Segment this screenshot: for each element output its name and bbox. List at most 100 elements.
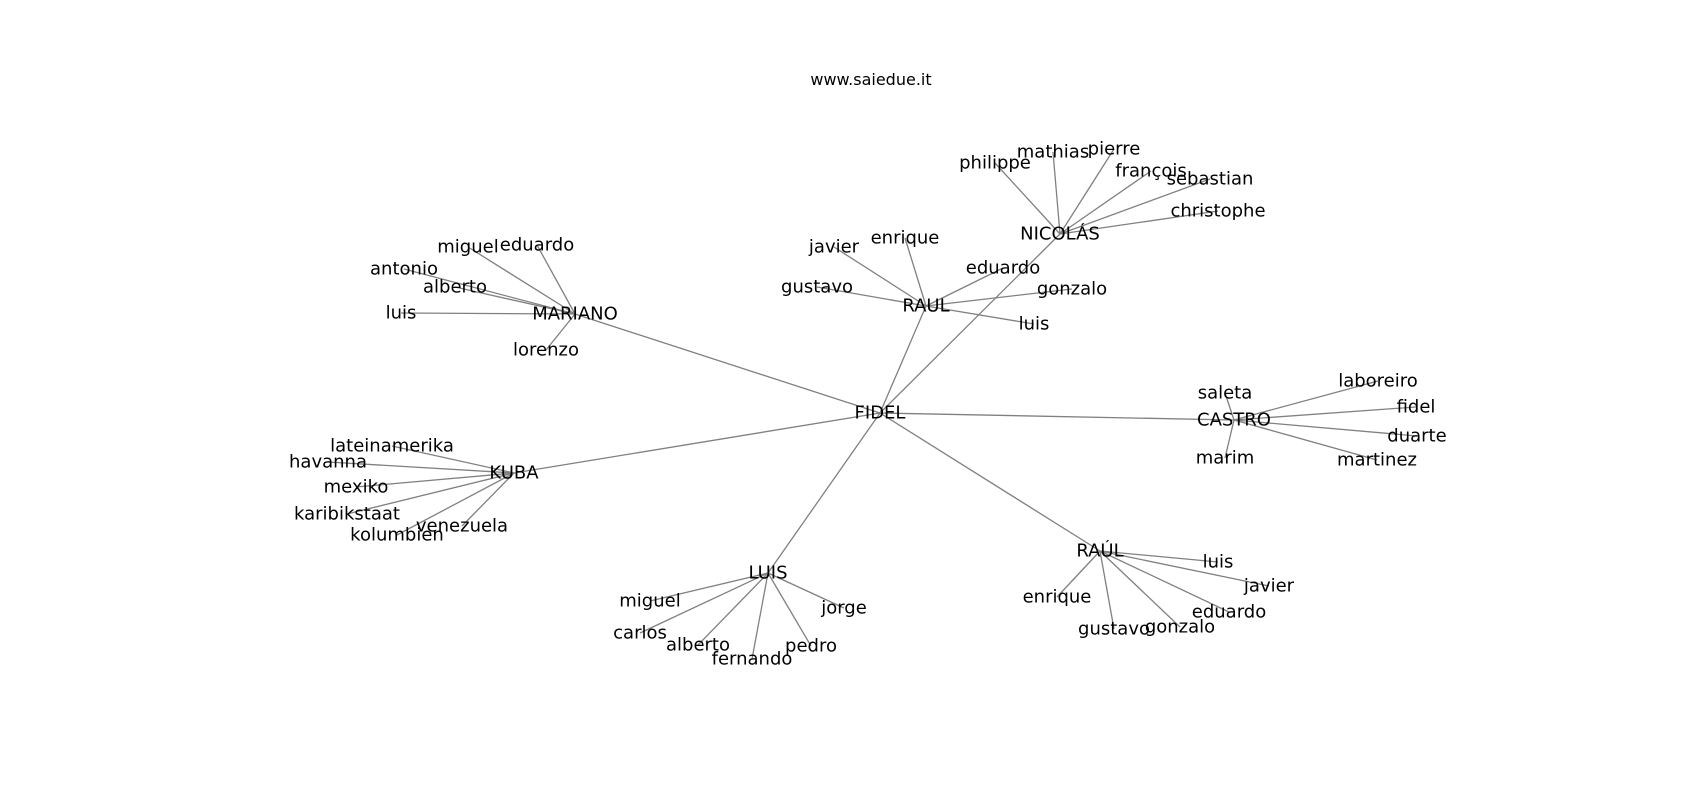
- hub-node-mariano: MARIANO: [532, 304, 618, 325]
- hub-node-castro: CASTRO: [1197, 410, 1271, 431]
- hub-node-fidel_c: FIDEL: [855, 403, 906, 424]
- edge-castro-c_saleta: [1224, 392, 1235, 421]
- leaf-node-r2_gustavo: gustavo: [1078, 619, 1150, 640]
- leaf-node-m_miguel: miguel: [437, 237, 498, 258]
- edge-kuba-k_havanna: [327, 461, 515, 474]
- labels-layer: FIDEL MARIANO RAUL NICOLÁS CASTRO KUBA LUIS RAÚ…: [289, 139, 1447, 670]
- leaf-node-c_duarte: duarte: [1387, 426, 1446, 447]
- edge-nicolas-n_philippe: [994, 162, 1061, 235]
- leaf-node-l_fernando: fernando: [712, 649, 793, 670]
- edge-fidel_c-raul1: [879, 305, 927, 414]
- leaf-node-m_antonio: antonio: [370, 259, 438, 280]
- leaf-node-c_fidel: fidel: [1397, 397, 1436, 418]
- leaf-node-l_alberto: alberto: [666, 635, 730, 656]
- leaf-node-m_eduardo: eduardo: [500, 235, 574, 256]
- edge-raul1-r_luis: [925, 305, 1035, 325]
- leaf-node-c_laboreiro: laboreiro: [1338, 371, 1418, 392]
- edge-nicolas-n_christophe: [1059, 210, 1219, 235]
- edge-fidel_c-kuba: [513, 412, 881, 474]
- leaf-node-r_eduardo: eduardo: [966, 258, 1040, 279]
- edge-mariano-m_lorenzo: [545, 313, 576, 351]
- edge-luis_h-l_alberto: [697, 572, 769, 646]
- edge-mariano-m_antonio: [403, 268, 576, 315]
- edge-nicolas-n_sebastian: [1059, 178, 1211, 235]
- leaf-node-m_lorenzo: lorenzo: [513, 340, 579, 361]
- leaf-node-k_mexiko: mexiko: [324, 477, 389, 498]
- leaf-node-r2_eduardo: eduardo: [1192, 602, 1266, 623]
- leaf-node-c_marim: marim: [1196, 448, 1255, 469]
- leaf-node-m_alberto: alberto: [423, 277, 487, 298]
- edge-castro-c_laboreiro: [1233, 380, 1379, 421]
- edge-raul1-r_enrique: [904, 237, 927, 307]
- leaf-node-l_pedro: pedro: [785, 636, 837, 657]
- edge-kuba-k_lateinamerika: [391, 445, 515, 474]
- edge-mariano-m_eduardo: [536, 244, 576, 315]
- edge-castro-c_duarte: [1233, 419, 1418, 437]
- hub-node-raul2: RAÚL: [1076, 540, 1123, 562]
- hub-node-nicolas: NICOLÁS: [1020, 223, 1100, 245]
- edge-castro-c_fidel: [1233, 406, 1417, 421]
- edge-nicolas-n_mathias: [1052, 151, 1061, 235]
- edges-layer: [327, 148, 1418, 660]
- leaf-node-r2_javier: javier: [1243, 576, 1295, 597]
- leaf-node-r_enrique: enrique: [871, 228, 940, 249]
- leaf-node-l_carlos: carlos: [613, 623, 667, 644]
- edge-kuba-k_venezuela: [461, 472, 515, 527]
- leaf-node-k_venezuela: venezuela: [416, 516, 508, 537]
- edge-luis_h-l_fernando: [751, 572, 769, 660]
- edge-raul1-r_javier: [833, 246, 927, 307]
- leaf-node-r2_enrique: enrique: [1023, 587, 1092, 608]
- leaf-node-r_luis: luis: [1019, 314, 1050, 335]
- leaf-node-r2_gonzalo: gonzalo: [1145, 617, 1215, 638]
- edge-mariano-m_alberto: [454, 286, 576, 315]
- leaf-node-n_sebastian: sebastian: [1167, 169, 1254, 190]
- edge-nicolas-n_francois: [1059, 170, 1152, 235]
- leaf-node-r_javier: javier: [808, 237, 860, 258]
- edge-raul2-r2_eduardo: [1099, 550, 1230, 613]
- leaf-node-k_lateinamerika: lateinamerika: [330, 436, 454, 457]
- edge-luis_h-l_miguel: [649, 572, 769, 602]
- leaf-node-c_martinez: martinez: [1337, 450, 1417, 471]
- edge-kuba-k_kolumbien: [396, 472, 515, 536]
- edge-luis_h-l_jorge: [767, 572, 845, 609]
- edge-luis_h-l_carlos: [639, 572, 769, 634]
- diagram-title: www.saiedue.it: [810, 70, 932, 89]
- leaf-node-r_gonzalo: gonzalo: [1037, 279, 1107, 300]
- edge-raul2-r2_javier: [1099, 550, 1270, 587]
- edge-kuba-k_karibikstaat: [346, 472, 515, 515]
- edge-mariano-m_luis: [400, 312, 576, 315]
- edge-fidel_c-mariano: [574, 313, 881, 414]
- leaf-node-r2_luis: luis: [1203, 552, 1234, 573]
- leaf-node-k_karibikstaat: karibikstaat: [294, 504, 400, 525]
- edge-raul2-r2_gonzalo: [1099, 550, 1181, 628]
- leaf-node-n_pierre: pierre: [1088, 139, 1141, 160]
- edge-kuba-k_mexiko: [355, 472, 515, 488]
- edge-fidel_c-castro: [879, 412, 1235, 421]
- edge-raul1-r_gonzalo: [925, 288, 1073, 307]
- hub-node-kuba: KUBA: [489, 463, 539, 484]
- edge-raul1-r_eduardo: [925, 267, 1004, 307]
- edge-fidel_c-luis_h: [767, 412, 881, 574]
- leaf-node-l_jorge: jorge: [820, 598, 867, 619]
- leaf-node-c_saleta: saleta: [1198, 383, 1253, 404]
- edge-raul2-r2_enrique: [1056, 550, 1101, 598]
- leaf-node-l_miguel: miguel: [619, 591, 680, 612]
- edge-fidel_c-nicolas: [879, 233, 1061, 414]
- leaf-node-k_kolumbien: kolumbien: [350, 525, 444, 546]
- edge-raul2-r2_luis: [1099, 550, 1219, 563]
- leaf-node-r_gustavo: gustavo: [781, 277, 853, 298]
- edge-raul1-r_gustavo: [816, 286, 927, 307]
- edge-raul2-r2_gustavo: [1099, 550, 1115, 630]
- hub-node-raul1: RAUL: [902, 296, 949, 317]
- edge-luis_h-l_pedro: [767, 572, 812, 647]
- edge-castro-c_marim: [1224, 419, 1235, 459]
- leaf-node-k_havanna: havanna: [289, 452, 367, 473]
- leaf-node-n_christophe: christophe: [1170, 201, 1265, 222]
- hub-node-luis_h: LUIS: [748, 563, 787, 584]
- leaf-node-n_francois: françois: [1115, 161, 1186, 182]
- leaf-node-m_luis: luis: [386, 303, 417, 324]
- edge-fidel_c-raul2: [879, 412, 1101, 552]
- edge-castro-c_martinez: [1233, 419, 1378, 461]
